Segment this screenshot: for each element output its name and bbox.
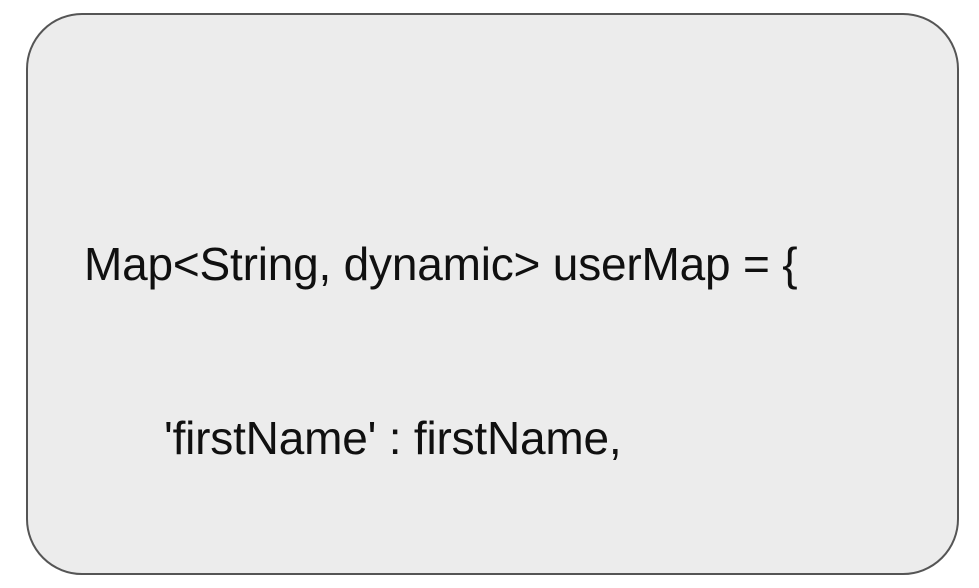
code-line-1: Map<String, dynamic> userMap = { (84, 238, 798, 290)
code-snippet-card: Map<String, dynamic> userMap = { 'firstN… (26, 13, 959, 575)
code-block: Map<String, dynamic> userMap = { 'firstN… (84, 119, 798, 573)
code-line-2: 'firstName' : firstName, (164, 412, 622, 464)
